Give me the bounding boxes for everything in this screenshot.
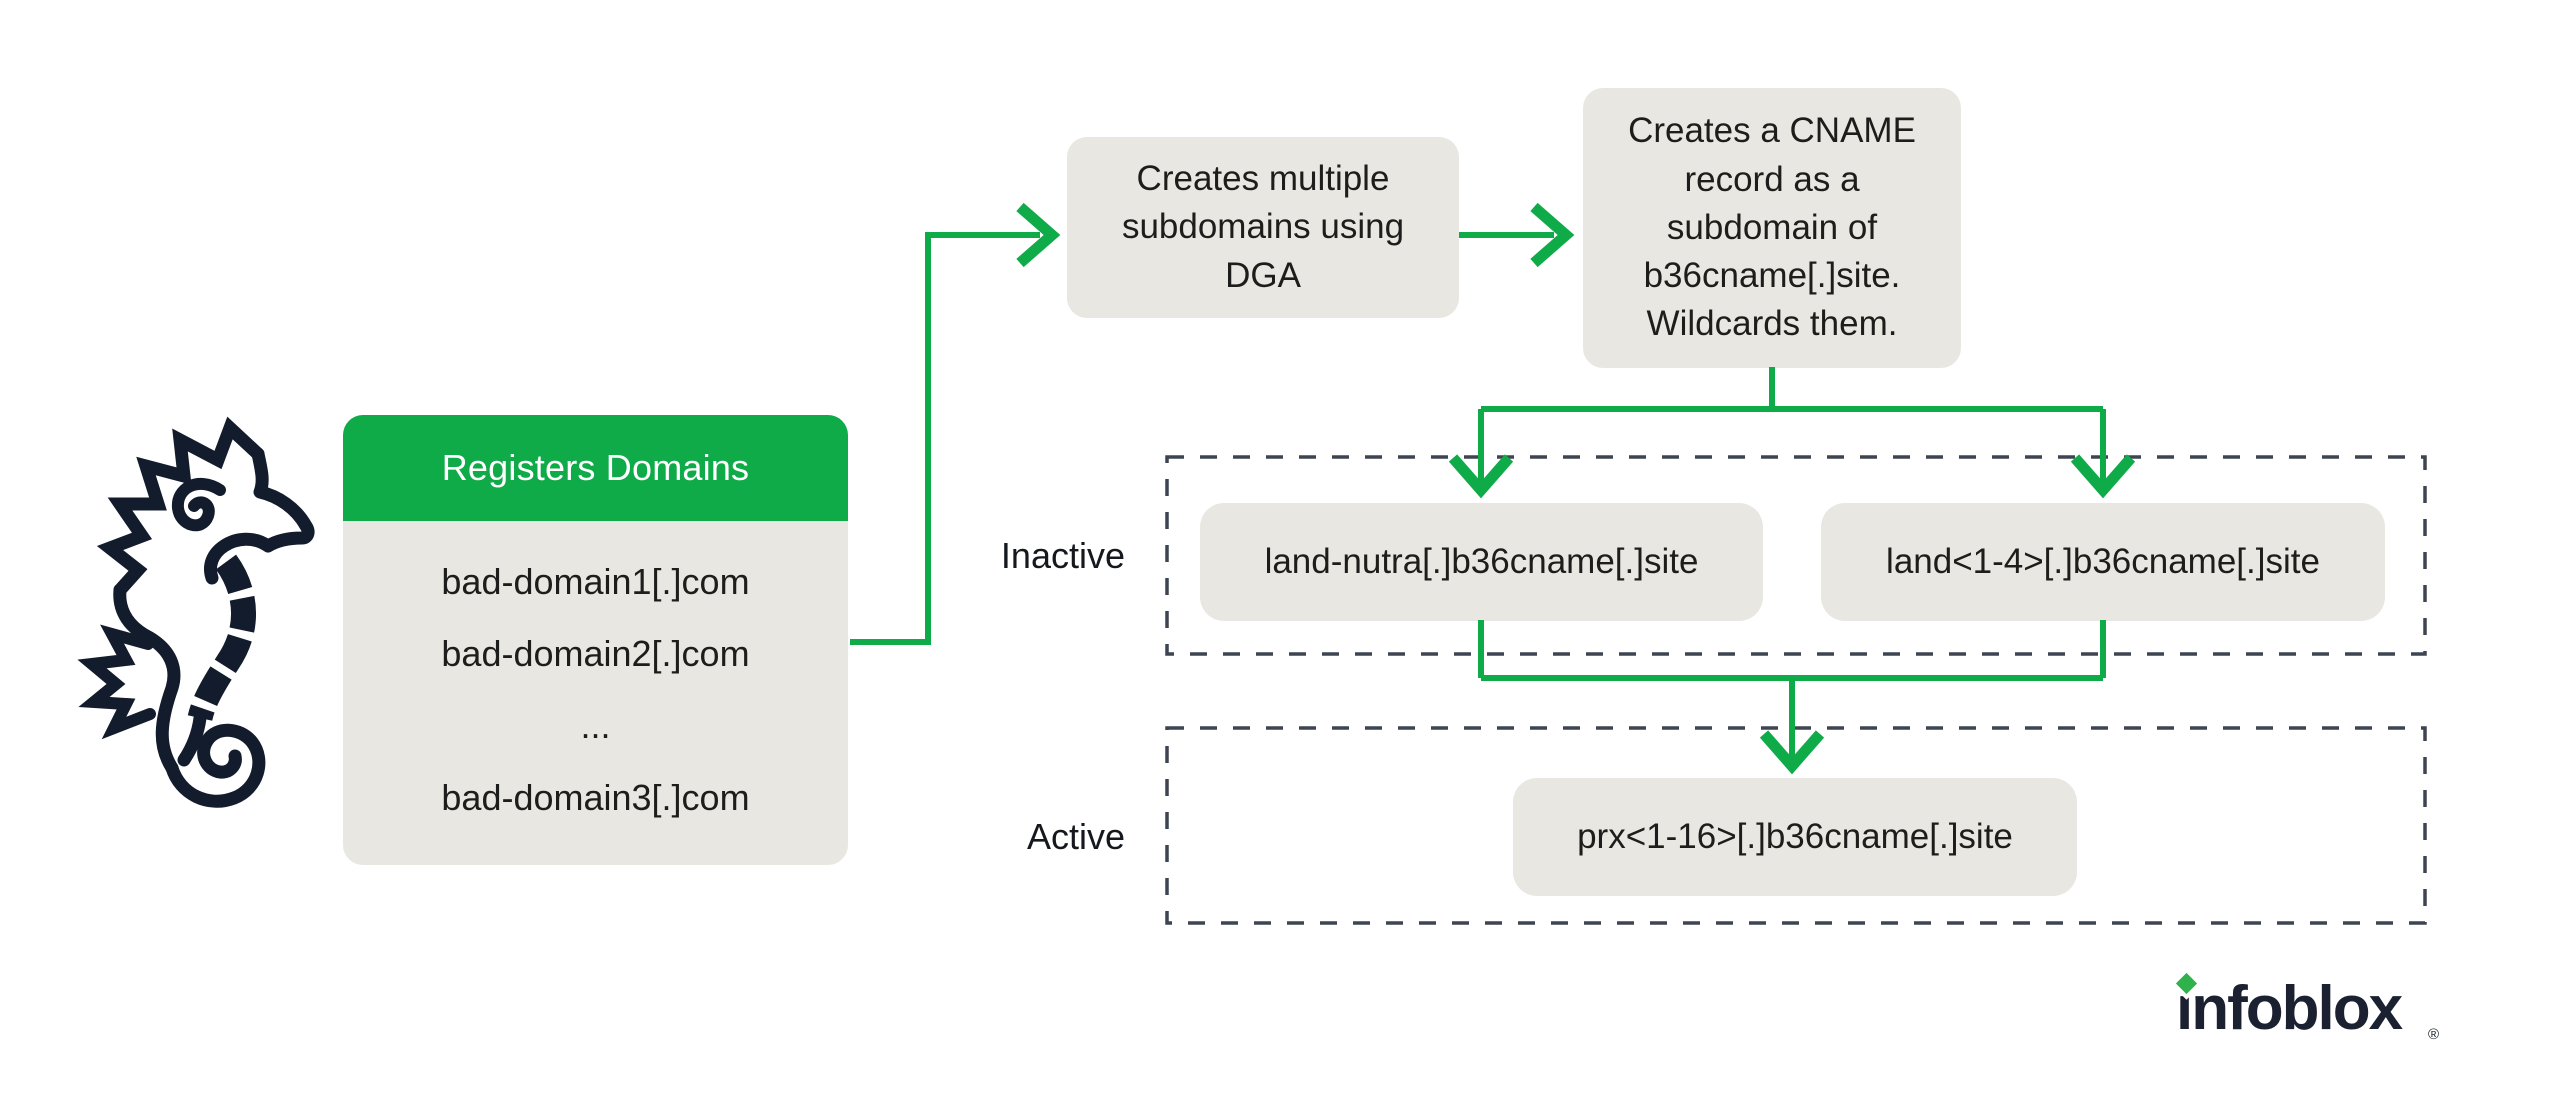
inactive-domain-box-left: land-nutra[.]b36cname[.]site (1200, 503, 1763, 621)
inactive-domain-right-text: land<1-4>[.]b36cname[.]site (1886, 542, 2320, 581)
step-dga-text: Creates multiple subdomains using DGA (1121, 159, 1405, 295)
registers-domains-header: Registers Domains (343, 415, 848, 521)
inactive-domain-left-text: land-nutra[.]b36cname[.]site (1264, 542, 1699, 581)
seahorse-tail-curl (165, 723, 266, 808)
connector-actor-to-dga (850, 232, 1040, 645)
seahorse-head-snout (204, 447, 315, 585)
step-cname-text: Creates a CNAME record as a subdomain of… (1628, 111, 1916, 344)
step-box-dga: Creates multiple subdomains using DGA (1067, 137, 1459, 318)
domain-list-item: bad-domain3[.]com (441, 777, 750, 818)
domain-list-item: bad-domain1[.]com (441, 561, 750, 602)
registered-trademark-symbol: ® (2428, 1026, 2440, 1043)
seahorse-eye-curl (171, 478, 226, 532)
registered-domains-list: bad-domain1[.]com bad-domain2[.]com ... … (343, 521, 848, 865)
arrowhead-into-inactive-left (1448, 454, 1514, 499)
arrowhead-into-active (1759, 730, 1825, 775)
seahorse-back (113, 583, 181, 775)
active-domain-box: prx<1-16>[.]b36cname[.]site (1513, 778, 2077, 896)
domain-list-ellipsis: ... (580, 705, 611, 746)
seahorse-illustration (77, 416, 315, 808)
connector-inactive-merge (1478, 620, 2106, 758)
active-group-label: Active (1026, 816, 1125, 857)
active-domain-text: prx<1-16>[.]b36cname[.]site (1577, 817, 2013, 856)
arrowhead-into-dga (1016, 202, 1061, 268)
infoblox-logo: infoblox ® (2175, 972, 2476, 1068)
arrowhead-into-cname (1530, 202, 1575, 268)
step-box-cname: Creates a CNAME record as a subdomain of… (1583, 88, 1961, 368)
seahorse-crest-spikes (96, 416, 265, 597)
seahorse-pectoral-fin (77, 624, 156, 740)
inactive-group-label: Inactive (1000, 535, 1125, 576)
connector-cname-split (1478, 367, 2106, 482)
registers-domains-box: Registers Domains bad-domain1[.]com bad-… (343, 415, 848, 865)
registers-domains-title: Registers Domains (441, 447, 750, 488)
seahorse-front (177, 711, 207, 767)
arrowhead-into-inactive-right (2070, 454, 2136, 499)
infoblox-wordmark: infoblox (2176, 974, 2403, 1043)
inactive-domain-box-right: land<1-4>[.]b36cname[.]site (1821, 503, 2385, 621)
domain-list-item: bad-domain2[.]com (441, 633, 750, 674)
seahorse-belly-segments (187, 554, 256, 722)
